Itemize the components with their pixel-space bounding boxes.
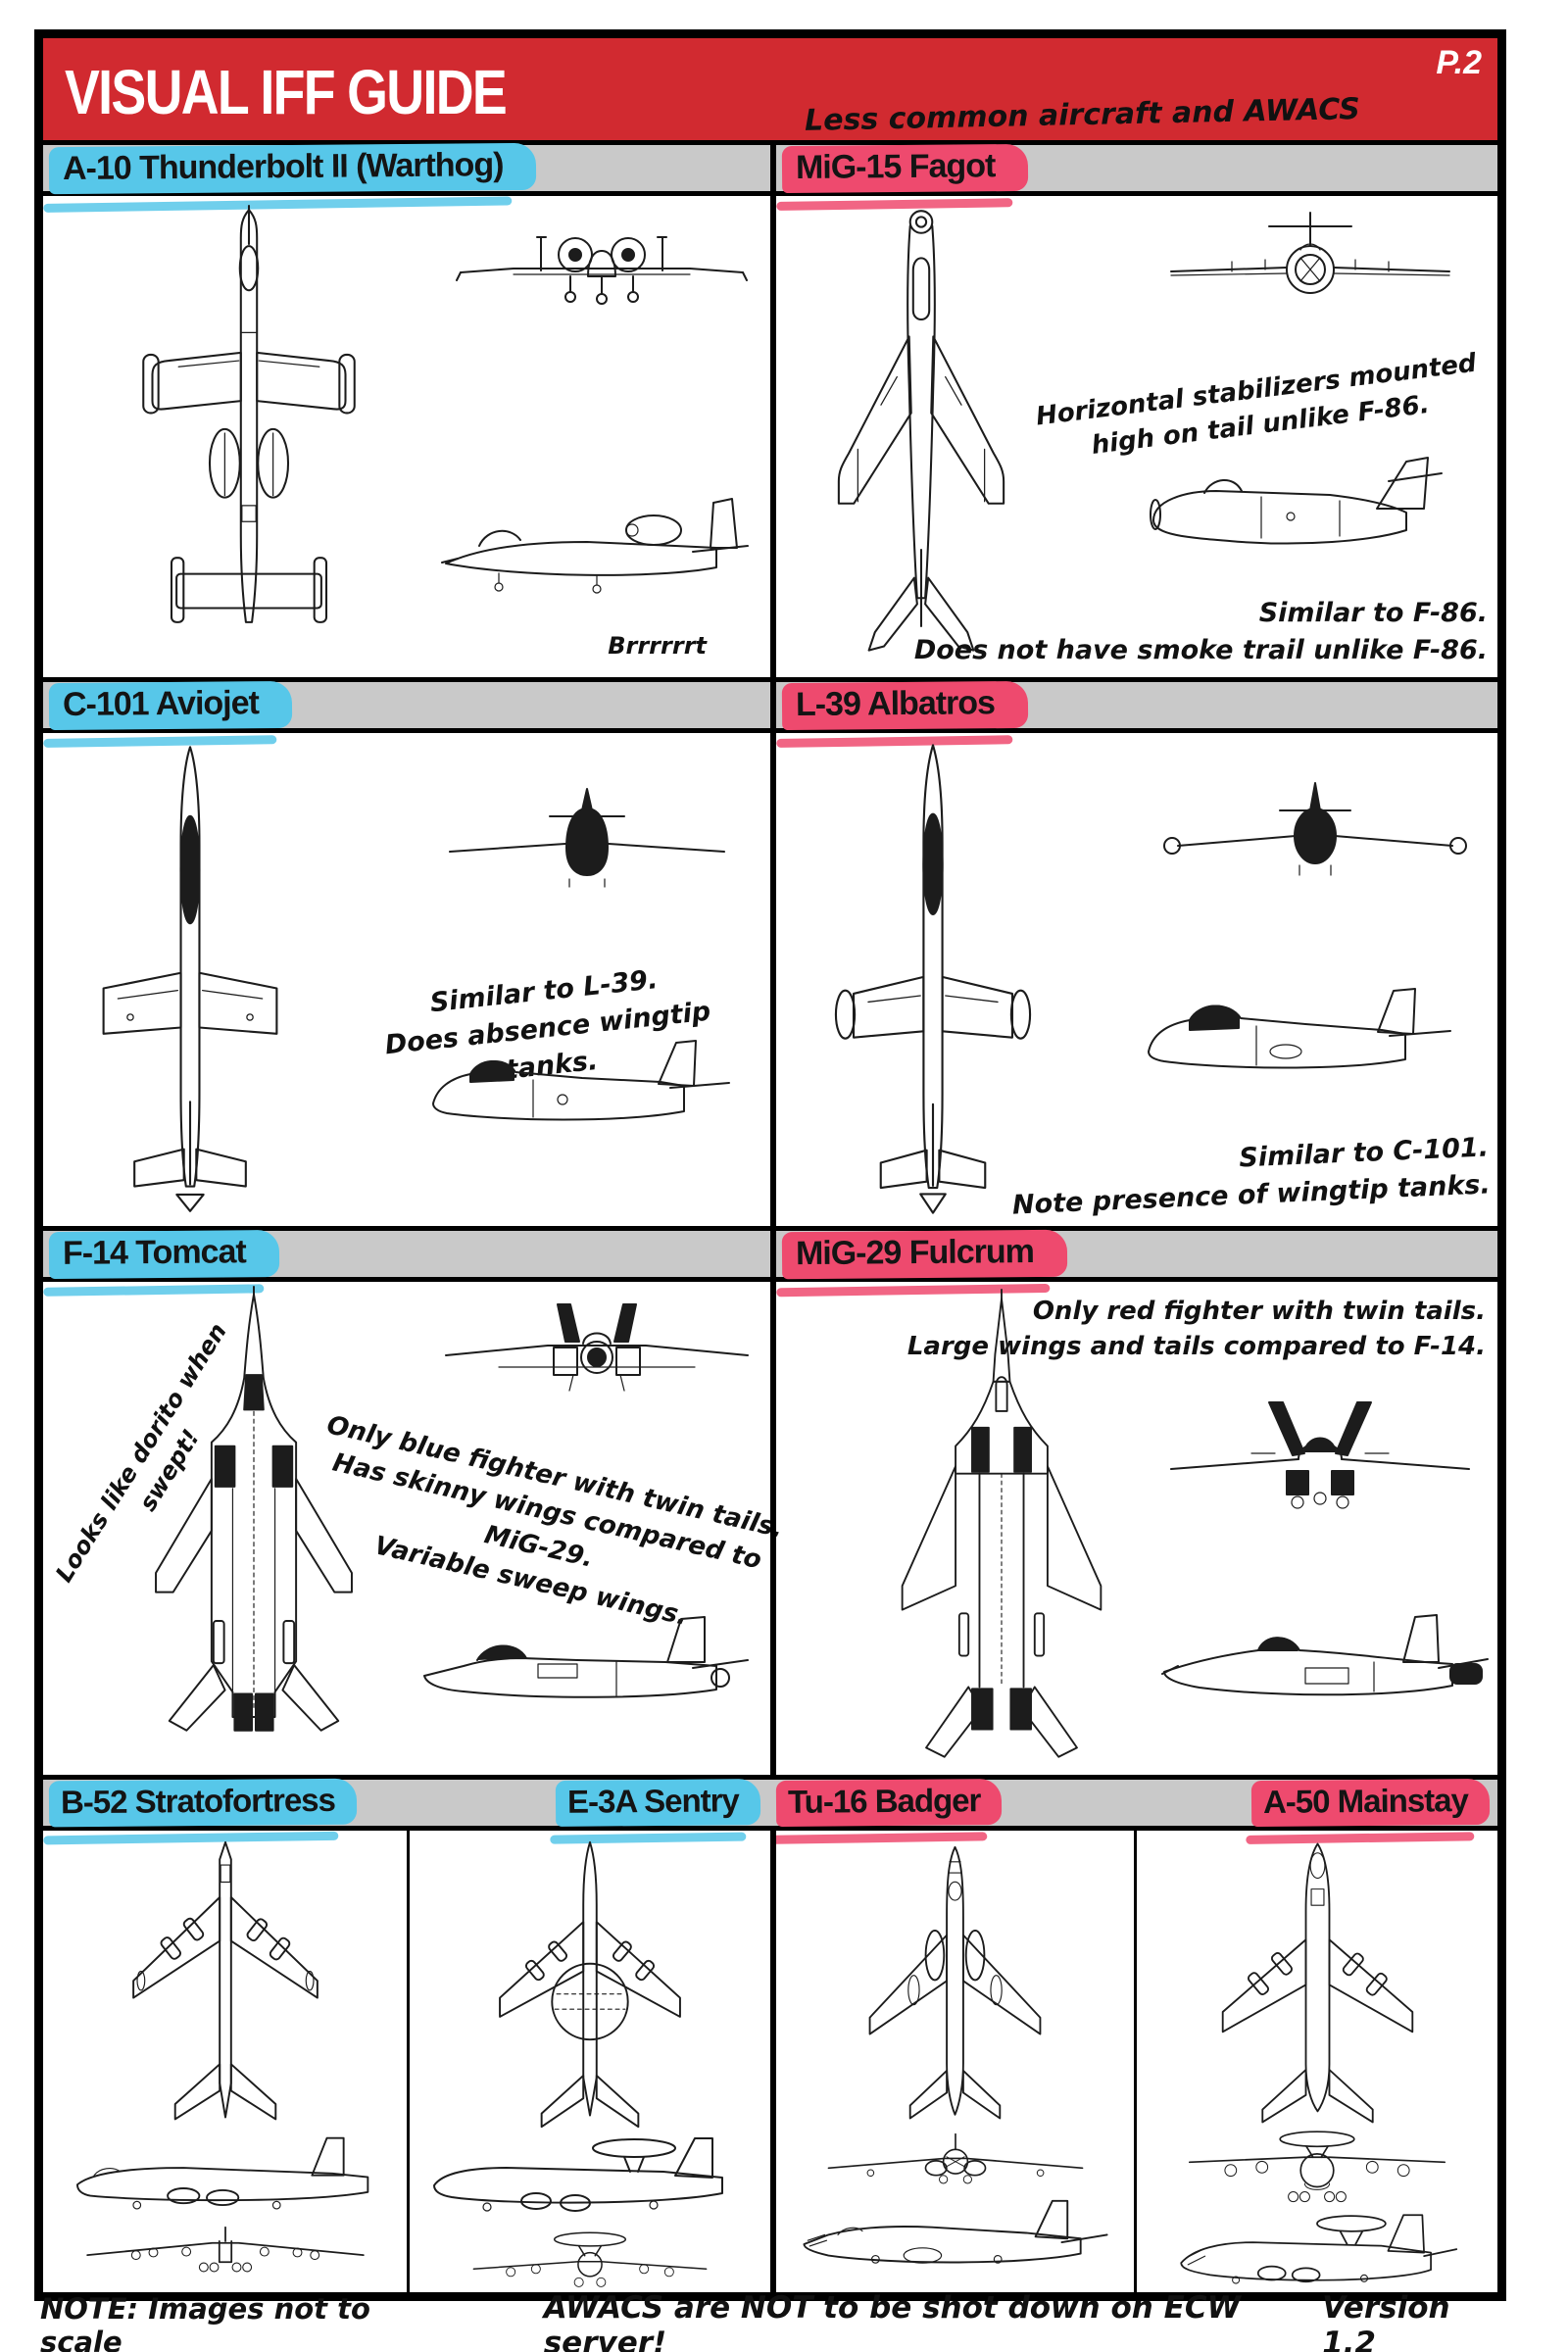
- panel-title-mig29: MiG-29 Fulcrum: [781, 1229, 1068, 1279]
- panel-title-a50: A-50 Mainstay: [1250, 1778, 1491, 1828]
- poster-subtitle: Less common aircraft and AWACS: [804, 92, 1361, 138]
- row1-header-bar: A-10 Thunderbolt II (Warthog) MiG-15 Fag…: [43, 140, 1497, 196]
- panel-title-a50-label: A-50 Mainstay: [1262, 1782, 1469, 1820]
- c101-top-view-drawing: [102, 746, 278, 1212]
- f14-front-view-drawing: [445, 1303, 749, 1392]
- panel-title-e3a: E-3A Sentry: [555, 1779, 761, 1827]
- mig29-front-view-drawing: [1170, 1401, 1470, 1509]
- panel-title-l39: L-39 Albatros: [781, 680, 1029, 730]
- l39-side-view-drawing: [1148, 988, 1451, 1069]
- row1-right-header: MiG-15 Fagot: [770, 143, 1497, 193]
- panel-c101: Similar to L-39. Does absence wingtip ta…: [43, 733, 770, 1226]
- b52-front-view-drawing: [85, 2226, 365, 2273]
- row4-content: [43, 1831, 1497, 2292]
- a50-side-view-drawing: [1180, 2214, 1458, 2284]
- mig29-id-note: Only red fighter with twin tails. Large …: [906, 1297, 1486, 1362]
- l39-front-view-drawing: [1163, 782, 1467, 876]
- e3a-top-view-drawing: [499, 1840, 681, 2129]
- mig15-front-view-drawing: [1170, 212, 1450, 294]
- panel-mig15: Horizontal stabilizers mounted high on t…: [770, 196, 1497, 677]
- mig15-side-view-drawing: [1150, 457, 1443, 545]
- row3-left-header: F-14 Tomcat: [43, 1229, 770, 1279]
- c101-front-view-drawing: [449, 788, 725, 888]
- mig15-f86-note: Similar to F-86. Does not have smoke tra…: [913, 598, 1488, 666]
- panel-title-mig15: MiG-15 Fagot: [781, 143, 1029, 193]
- panel-title-tu16-label: Tu-16 Badger: [787, 1782, 981, 1820]
- mig29-top-view-drawing: [901, 1289, 1102, 1758]
- panel-title-f14: F-14 Tomcat: [48, 1229, 279, 1279]
- row2-content: Similar to L-39. Does absence wingtip ta…: [43, 733, 1497, 1226]
- row3-header-bar: F-14 Tomcat MiG-29 Fulcrum: [43, 1226, 1497, 1282]
- mig15-top-view-drawing: [837, 210, 1005, 652]
- row4-header-q2: E-3A Sentry: [407, 1779, 770, 1827]
- footer-scale-note: NOTE: Images not to scale: [40, 2292, 370, 2352]
- b52-top-view-drawing: [131, 1840, 318, 2121]
- a50-top-view-drawing: [1221, 1842, 1413, 2124]
- footer-version: Version 1.2: [1322, 2290, 1450, 2352]
- row3-content: Looks like dorito when swept!: [43, 1282, 1497, 1775]
- panel-e3a: [407, 1831, 770, 2292]
- b52-side-view-drawing: [75, 2136, 368, 2210]
- row3-right-header: MiG-29 Fulcrum: [770, 1229, 1497, 1279]
- row1-left-header: A-10 Thunderbolt II (Warthog): [43, 142, 770, 194]
- footer: NOTE: Images not to scale AWACS are NOT …: [34, 2290, 1506, 2352]
- panel-title-mig29-label: MiG-29 Fulcrum: [795, 1232, 1035, 1272]
- panel-title-l39-label: L-39 Albatros: [795, 683, 996, 723]
- panel-a10: Brrrrrrt: [43, 196, 770, 677]
- a10-top-view-drawing: [142, 205, 356, 623]
- panel-b52: [43, 1831, 407, 2292]
- row2-left-header: C-101 Aviojet: [43, 680, 770, 730]
- header-band: VISUAL IFF GUIDE Less common aircraft an…: [43, 38, 1497, 140]
- row4-header-q1: B-52 Stratofortress: [43, 1778, 407, 1828]
- panel-title-a10: A-10 Thunderbolt II (Warthog): [48, 142, 537, 194]
- footer-awacs-warning: AWACS are NOT to be shot down on ECW ser…: [543, 2290, 1241, 2352]
- row1-content: Brrrrrrt: [43, 196, 1497, 677]
- tu16-front-view-drawing: [827, 2132, 1083, 2184]
- e3a-side-view-drawing: [433, 2137, 723, 2212]
- row4-header-q3: Tu-16 Badger: [770, 1778, 1134, 1828]
- a50-front-view-drawing: [1188, 2131, 1446, 2203]
- panel-title-tu16: Tu-16 Badger: [775, 1778, 1003, 1828]
- c101-side-view-drawing: [432, 1040, 730, 1121]
- panel-title-c101: C-101 Aviojet: [48, 680, 293, 730]
- panel-title-mig15-label: MiG-15 Fagot: [795, 146, 996, 186]
- panel-tu16: [770, 1831, 1134, 2292]
- panel-f14: Looks like dorito when swept!: [43, 1282, 786, 1775]
- a10-front-view-drawing: [456, 236, 748, 305]
- panel-title-c101-label: C-101 Aviojet: [62, 683, 260, 723]
- row2-right-header: L-39 Albatros: [770, 680, 1497, 730]
- panel-title-e3a-label: E-3A Sentry: [566, 1782, 740, 1820]
- e3a-front-view-drawing: [472, 2231, 708, 2287]
- tu16-top-view-drawing: [868, 1845, 1042, 2120]
- panel-a50: [1134, 1831, 1497, 2292]
- f14-top-view-drawing: [155, 1286, 353, 1732]
- page-number: P.2: [1436, 44, 1482, 81]
- row2-header-bar: C-101 Aviojet L-39 Albatros: [43, 677, 1497, 733]
- panel-mig29: Only red fighter with twin tails. Large …: [770, 1282, 1497, 1775]
- l39-compare-note: Similar to C-101. Note presence of wingt…: [1011, 1132, 1492, 1221]
- f14-side-view-drawing: [423, 1616, 749, 1698]
- tu16-side-view-drawing: [802, 2199, 1108, 2264]
- a10-side-view-drawing: [441, 498, 749, 594]
- poster-title: VISUAL IFF GUIDE: [65, 57, 508, 127]
- row4-header-bar: B-52 Stratofortress E-3A Sentry Tu-16 Ba…: [43, 1775, 1497, 1831]
- panel-title-a10-label: A-10 Thunderbolt II (Warthog): [62, 145, 504, 187]
- panel-title-f14-label: F-14 Tomcat: [62, 1232, 246, 1272]
- a10-sound-note: Brrrrrrt: [608, 632, 707, 661]
- mig29-side-view-drawing: [1161, 1614, 1489, 1696]
- panel-title-b52-label: B-52 Stratofortress: [60, 1781, 336, 1821]
- poster-frame: VISUAL IFF GUIDE Less common aircraft an…: [34, 29, 1506, 2301]
- l39-top-view-drawing: [834, 744, 1032, 1214]
- panel-title-b52: B-52 Stratofortress: [48, 1778, 358, 1828]
- panel-l39: Similar to C-101. Note presence of wingt…: [770, 733, 1497, 1226]
- row4-header-q4: A-50 Mainstay: [1134, 1778, 1497, 1828]
